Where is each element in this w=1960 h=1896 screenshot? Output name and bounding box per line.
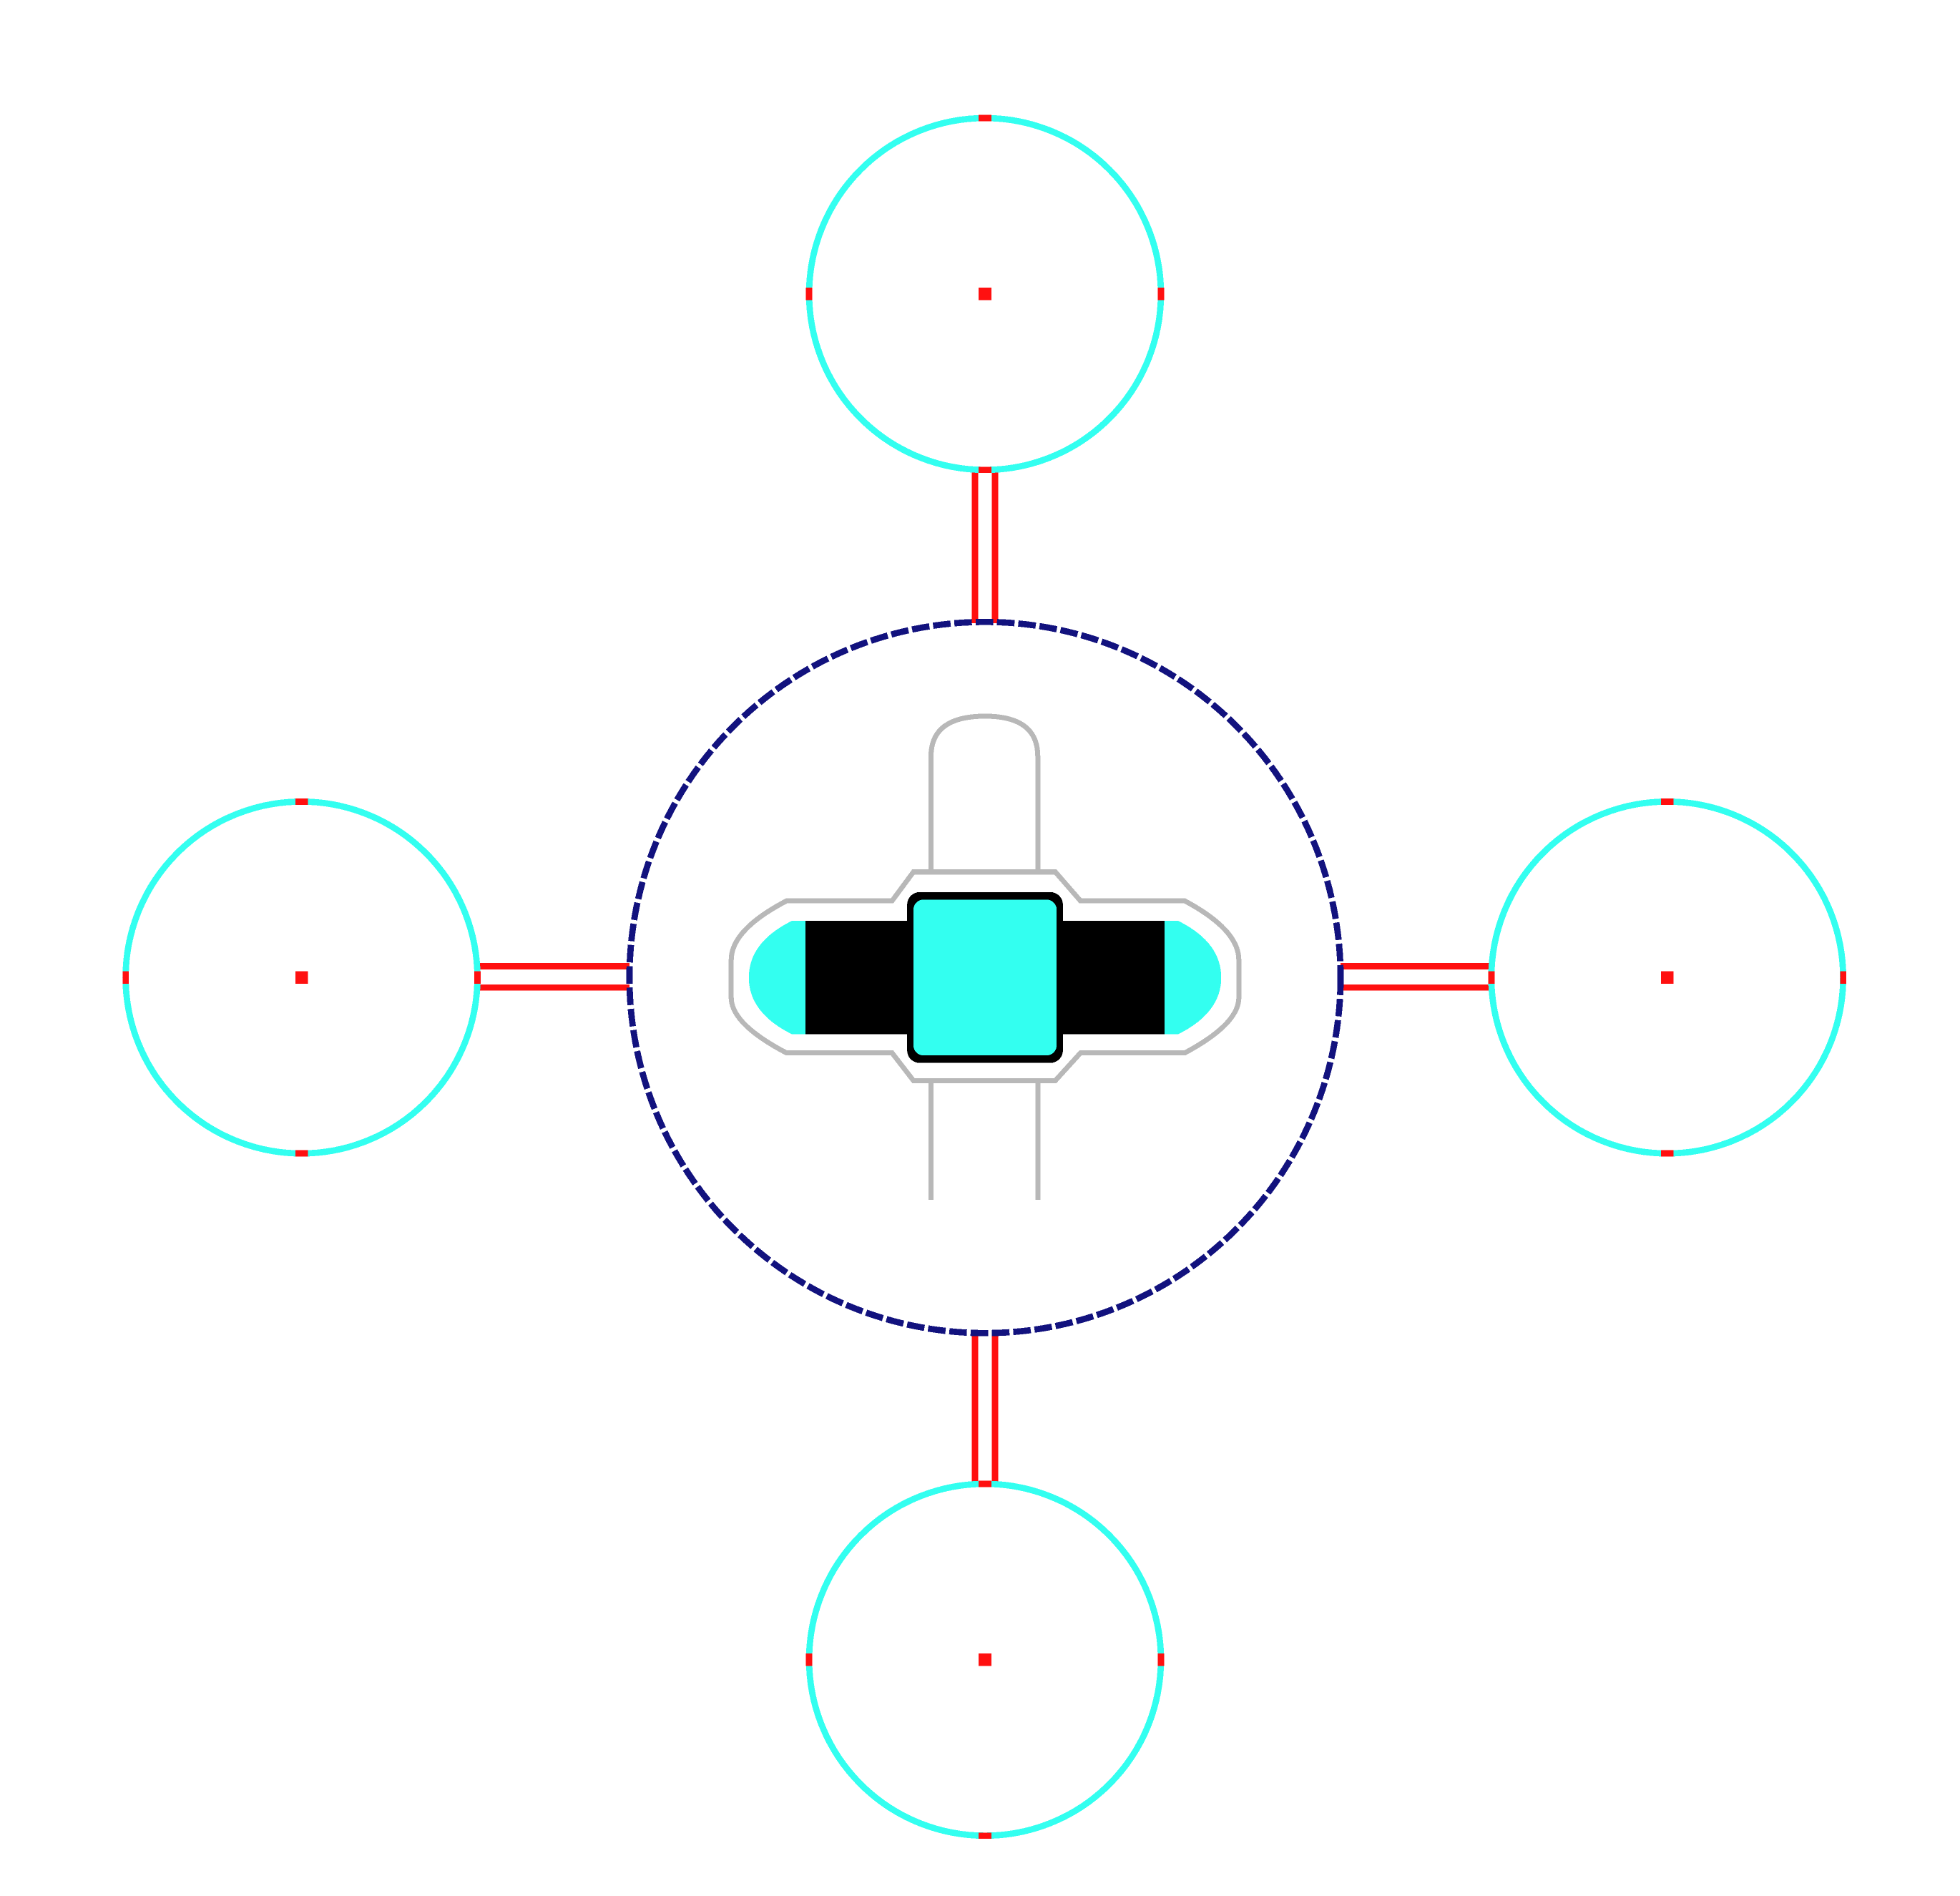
rotor-bottom (805, 1480, 1165, 1839)
rotor-tick-marker (1840, 971, 1847, 984)
rotor-tick-marker (979, 1832, 991, 1839)
rotor-hub-marker (979, 288, 991, 300)
rotor-tick-marker (122, 971, 129, 984)
rotor-tick-marker (1157, 1653, 1165, 1666)
rotor-hub-marker (295, 971, 308, 984)
rotor-tick-marker (805, 1653, 813, 1666)
body-core (913, 899, 1057, 1056)
rotor-tick-marker (474, 971, 481, 984)
left-cap (748, 921, 805, 1035)
rotor-hub-marker (1660, 971, 1674, 984)
rotor-tick-marker (979, 1480, 991, 1487)
arm-bottom (971, 1331, 999, 1484)
body-outline (728, 869, 1242, 1083)
rotor-right (1488, 798, 1847, 1157)
arm-left (479, 963, 629, 991)
rotor-tick-marker (979, 466, 991, 474)
body (728, 713, 1242, 1201)
rotor-tick-marker (1157, 288, 1165, 300)
rotor-tick-marker (805, 288, 813, 300)
rotor-tick-marker (1660, 1150, 1674, 1157)
rotor-tick-marker (295, 1150, 308, 1157)
rotor-top (805, 114, 1165, 474)
arm-top (971, 471, 999, 624)
rotor-tick-marker (1488, 971, 1495, 984)
rotor-tick-marker (295, 798, 308, 805)
rotor-tick-marker (979, 114, 991, 122)
right-cap (1165, 921, 1222, 1035)
frame-ring (626, 618, 1344, 1337)
rotor-left (122, 798, 481, 1157)
rotor-tick-marker (1660, 798, 1674, 805)
rotor-hub-marker (979, 1653, 991, 1666)
body-bottom-legs (928, 1083, 1041, 1201)
arm-right (1341, 963, 1491, 991)
body-top-outline (928, 713, 1041, 870)
